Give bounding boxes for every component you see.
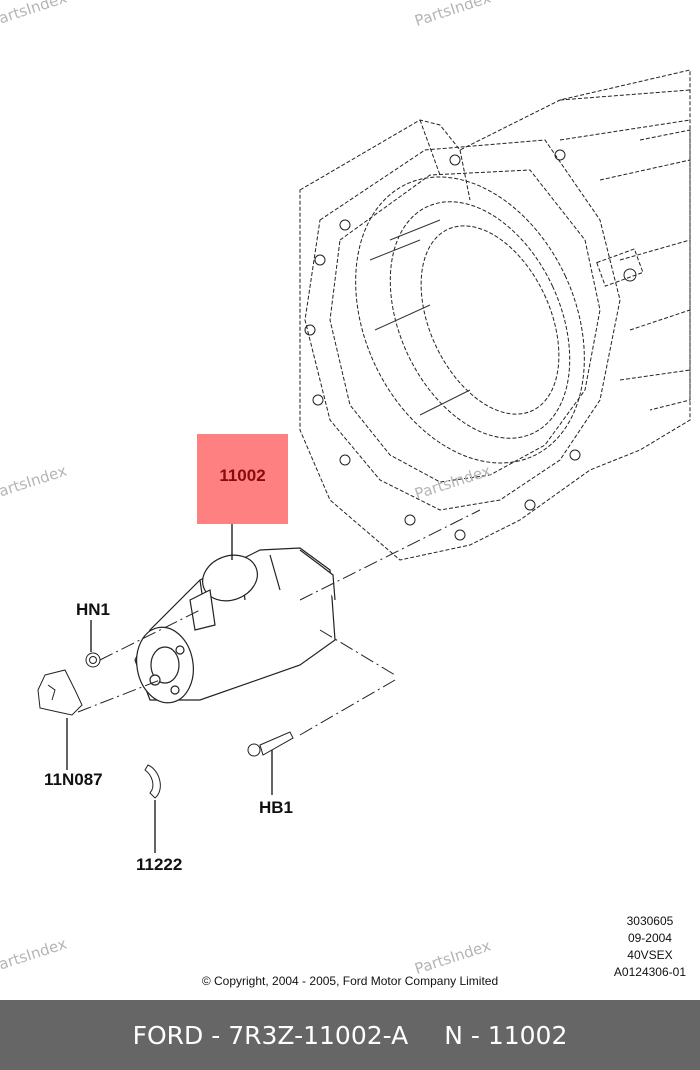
exploded-parts-diagram [37,69,691,853]
terminal-cover-11n087 [37,669,83,716]
clip-11222 [144,764,161,799]
nut-hn1 [85,652,101,668]
highlighted-part-callout[interactable]: 11002 [197,434,288,524]
diagram-reference: N - 11002 [444,1020,568,1050]
housing-bolt-holes [304,149,637,541]
callout-hn1[interactable]: HN1 [76,600,111,619]
callout-hb1[interactable]: HB1 [259,798,294,817]
diagram-meta: 3030605 09-2004 40VSEX A0124306-01 [614,913,686,981]
copyright-notice: © Copyright, 2004 - 2005, Ford Motor Com… [201,974,499,988]
meta-line: 40VSEX [627,948,673,962]
starter-motor [134,547,336,704]
meta-line: A0124306-01 [613,965,686,979]
footer-bar: FORD - 7R3Z-11002-A N - 11002 [0,1000,700,1070]
meta-line: 09-2004 [627,931,672,945]
bolt-hb1 [247,731,294,757]
callout-11222[interactable]: 11222 [136,855,183,874]
callout-11n087[interactable]: 11N087 [44,770,103,789]
housing-ribs [369,219,471,416]
alignment-lines [77,509,481,736]
meta-line: 3030605 [626,914,674,928]
transmission-housing [299,69,691,561]
callout-11002: 11002 [219,466,266,485]
part-number: FORD - 7R3Z-11002-A [132,1020,409,1050]
